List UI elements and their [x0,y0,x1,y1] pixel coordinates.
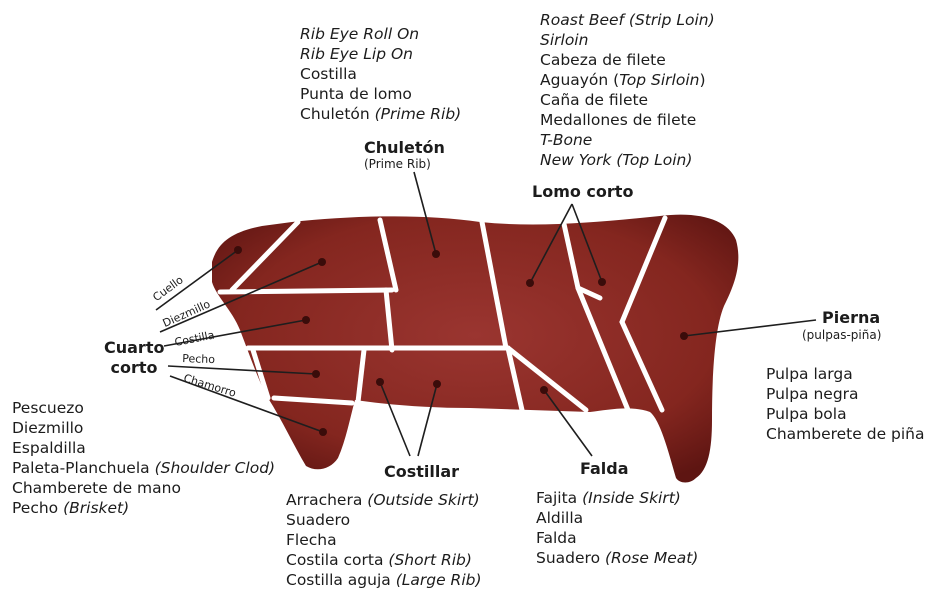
cuarto-corto-cut-list: Pescuezo Diezmillo Espaldilla Paleta-Pla… [12,398,275,518]
cut-item: Pulpa bola [766,404,925,424]
dot-chuleton [432,250,440,258]
dot-lomo-2 [598,278,606,286]
chuleton-cut-list: Rib Eye Roll On Rib Eye Lip On Costilla … [300,24,461,124]
pierna-cut-list: Pulpa larga Pulpa negra Pulpa bola Chamb… [766,364,925,444]
cut-item: Chamberete de mano [12,478,275,498]
cut-item: Sirloin [540,30,715,50]
cut-item: Diezmillo [12,418,275,438]
cut-item: T-Bone [540,130,715,150]
cut-item: Cabeza de filete [540,50,715,70]
sub-label-pecho: Pecho [182,353,215,366]
cut-item: Espaldilla [12,438,275,458]
dot-pecho [312,370,320,378]
chuleton-title: Chuletón [364,138,445,158]
cut-item: Rib Eye Lip On [300,44,461,64]
dot-chamorro [319,428,327,436]
dot-pierna [680,332,688,340]
cut-item: Pecho (Brisket) [12,498,275,518]
lomo-corto-title: Lomo corto [532,182,633,202]
cut-item: Fajita (Inside Skirt) [536,488,698,508]
dot-cuello [234,246,242,254]
costillar-title: Costillar [384,462,459,482]
cut-item: New York (Top Loin) [540,150,715,170]
dot-falda [540,386,548,394]
dot-costillar-1 [376,378,384,386]
dot-costilla [302,316,310,324]
cut-item: Punta de lomo [300,84,461,104]
cut-item: Falda [536,528,698,548]
chuleton-subtitle: (Prime Rib) [364,157,431,171]
dot-costillar-2 [433,380,441,388]
pierna-title: Pierna [822,308,880,328]
cut-item: Roast Beef (Strip Loin) [540,10,715,30]
cut-item: Aldilla [536,508,698,528]
pierna-subtitle: (pulpas-piña) [802,328,881,342]
cut-item: Aguayón (Top Sirloin) [540,70,715,90]
cut-item: Caña de filete [540,90,715,110]
falda-title: Falda [580,459,629,479]
cut-item: Arrachera (Outside Skirt) [286,490,482,510]
dot-diezmillo [318,258,326,266]
lomo-corto-cut-list: Roast Beef (Strip Loin) Sirloin Cabeza d… [540,10,715,170]
title-line-2: corto [104,358,164,378]
cut-item: Rib Eye Roll On [300,24,461,44]
cuarto-corto-title: Cuarto corto [104,338,164,378]
cut-item: Costilla aguja (Large Rib) [286,570,482,590]
title-line-1: Cuarto [104,338,164,358]
dot-lomo-1 [526,279,534,287]
cut-item: Pulpa larga [766,364,925,384]
cut-item: Pulpa negra [766,384,925,404]
cut-item: Flecha [286,530,482,550]
cut-item: Pescuezo [12,398,275,418]
cut-item: Suadero [286,510,482,530]
cut-item: Costila corta (Short Rib) [286,550,482,570]
cut-item: Medallones de filete [540,110,715,130]
cut-item: Costilla [300,64,461,84]
cut-item: Suadero (Rose Meat) [536,548,698,568]
falda-cut-list: Fajita (Inside Skirt) Aldilla Falda Suad… [536,488,698,568]
cut-item: Chamberete de piña [766,424,925,444]
cut-item: Paleta-Planchuela (Shoulder Clod) [12,458,275,478]
costillar-cut-list: Arrachera (Outside Skirt) Suadero Flecha… [286,490,482,590]
cut-item: Chuletón (Prime Rib) [300,104,461,124]
